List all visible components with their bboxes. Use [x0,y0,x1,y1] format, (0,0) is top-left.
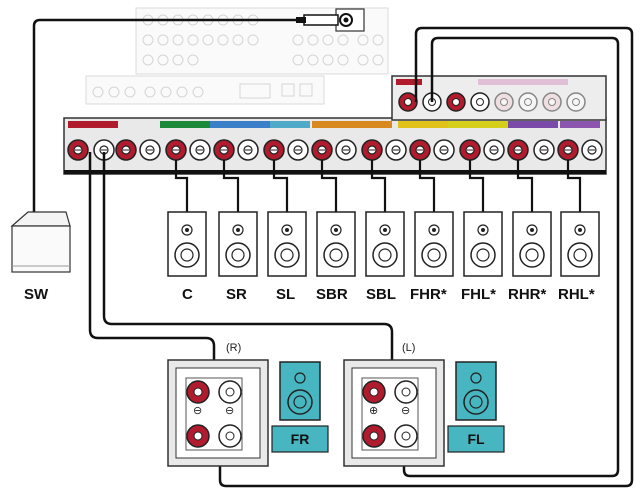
speaker-box [316,211,356,277]
terminal-negative [433,139,455,161]
subwoofer-cable [32,18,296,218]
channel-marker: (L) [402,342,416,354]
terminal-negative [189,139,211,161]
subwoofer-label: SW [24,286,49,303]
speaker-box [365,211,405,277]
terminal-positive [213,139,235,161]
terminal-negative [237,139,259,161]
terminal-positive [557,139,579,161]
terminal-positive [67,139,89,161]
terminal-negative [93,139,115,161]
front-block-terminal [518,92,538,112]
speaker-label: SBR [316,286,348,303]
terminal-negative [581,139,603,161]
front-block-terminal [566,92,586,112]
terminal-negative [335,139,357,161]
speaker-label: FHR* [410,286,447,303]
speaker-box [167,211,207,277]
terminal-positive [165,139,187,161]
speaker-box [414,211,454,277]
subwoofer-device [10,211,71,273]
speaker-cable [370,160,387,212]
speaker-cable [468,160,485,212]
speaker-cable [516,160,534,212]
front-block-terminal [470,92,490,112]
amplifier-unit [343,359,445,467]
polarity-marker: ⊕ [369,405,379,417]
terminal-positive [507,139,529,161]
terminal-negative [139,139,161,161]
front-speaker-label: FR [290,431,310,447]
amplifier-unit [167,359,269,467]
terminal-positive [361,139,383,161]
front-block-terminal [494,92,514,112]
front-block-terminal [542,92,562,112]
terminal-negative [385,139,407,161]
speaker-label: C [182,286,193,303]
speaker-box [512,211,552,277]
speaker-cable [418,160,436,212]
fr-cable-from-strip [88,152,216,378]
speaker-label: SBL [366,286,396,303]
speaker-label: RHL* [558,286,595,303]
terminal-positive [459,139,481,161]
speaker-box [463,211,503,277]
subwoofer-output-jack [296,8,365,32]
terminal-positive [311,139,333,161]
fl-cable-outer [402,36,620,478]
speaker-label: SL [276,286,296,303]
front-speaker-icon [271,361,329,453]
terminal-positive [115,139,137,161]
channel-marker: (R) [226,342,242,354]
speaker-cable [174,160,189,212]
speaker-cable [320,160,338,212]
fr-cable-outer [218,26,634,488]
terminal-negative [287,139,309,161]
terminal-positive [263,139,285,161]
speaker-cable [272,160,289,212]
terminal-positive [409,139,431,161]
terminal-negative [483,139,505,161]
negative-marker: ⊖ [401,405,411,417]
speaker-label: FHL* [461,286,496,303]
speaker-box [560,211,600,277]
negative-marker: ⊖ [225,405,235,417]
speaker-box [267,211,307,277]
front-terminal-block [391,75,607,121]
speaker-cable [222,160,240,212]
front-speaker-label: FL [467,431,485,447]
speaker-label: SR [226,286,247,303]
terminal-negative [533,139,555,161]
fl-cable-from-strip [102,152,394,378]
speaker-label: RHR* [508,286,547,303]
front-block-terminal [446,92,466,112]
polarity-marker: ⊖ [193,405,203,417]
front-block-terminal [398,92,418,112]
front-speaker-icon [447,361,505,453]
speaker-cable [566,160,582,212]
speaker-box [218,211,258,277]
